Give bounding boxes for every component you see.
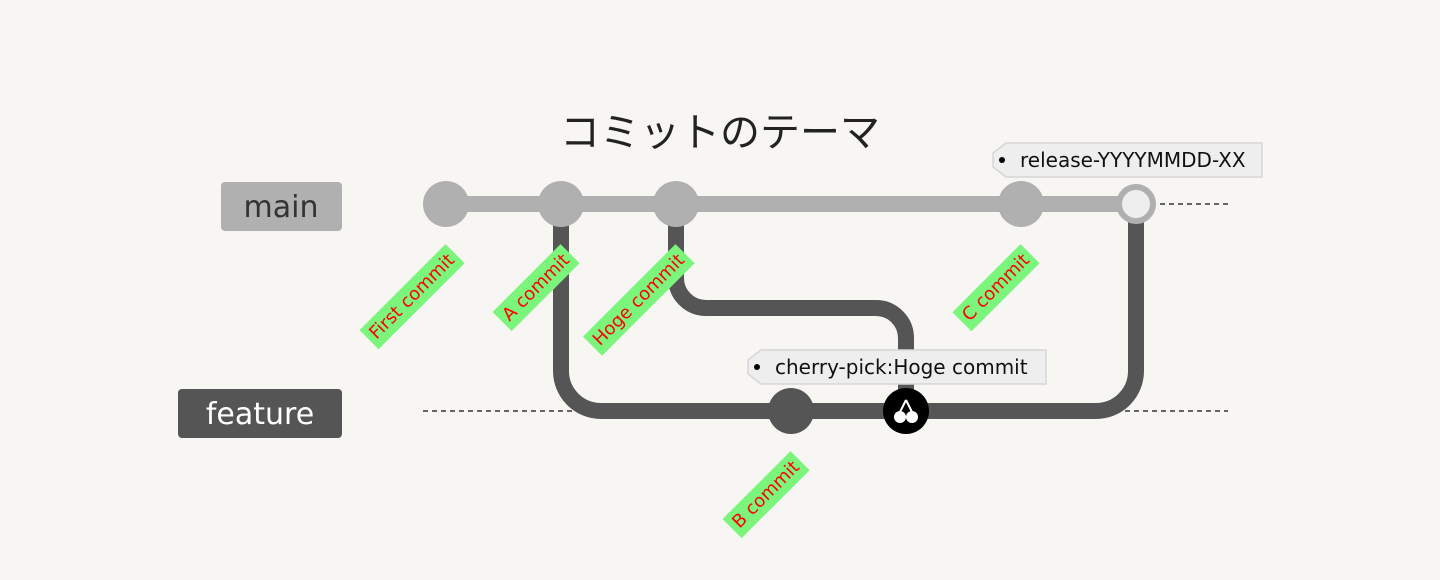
feature-branch-path [553,204,1144,419]
cherry-pick-path [668,204,914,411]
tag-cherry-pick-text: cherry-pick:Hoge commit [775,355,1028,379]
cherry-pick-commit[interactable] [883,388,929,434]
tag-release-text: release-YYYYMMDD-XX [1020,148,1246,172]
branch-name-feature: feature [206,397,314,432]
diagram-title: コミットのテーマ [560,110,880,156]
branch-label-main: main [221,182,342,231]
commit-first[interactable] [423,181,469,227]
commit-hoge[interactable] [653,181,699,227]
commit-a[interactable] [538,181,584,227]
tag-release: release-YYYYMMDD-XX [992,142,1263,178]
commit-label-text: C commit [958,250,1034,326]
commit-label-text: B commit [728,457,804,533]
merge-commit[interactable] [1116,184,1156,224]
commit-label-first: First commit [359,244,465,350]
tag-cherry-pick: cherry-pick:Hoge commit [747,349,1047,385]
branch-label-feature: feature [178,389,342,438]
cherry-icon [894,399,918,423]
commit-c[interactable] [998,181,1044,227]
branch-name-main: main [244,190,319,225]
commit-label-text: Hoge commit [589,250,689,350]
commit-label-text: First commit [365,250,459,344]
commit-b[interactable] [768,388,814,434]
commit-label-b: B commit [722,451,810,539]
commit-label-c: C commit [952,244,1040,332]
